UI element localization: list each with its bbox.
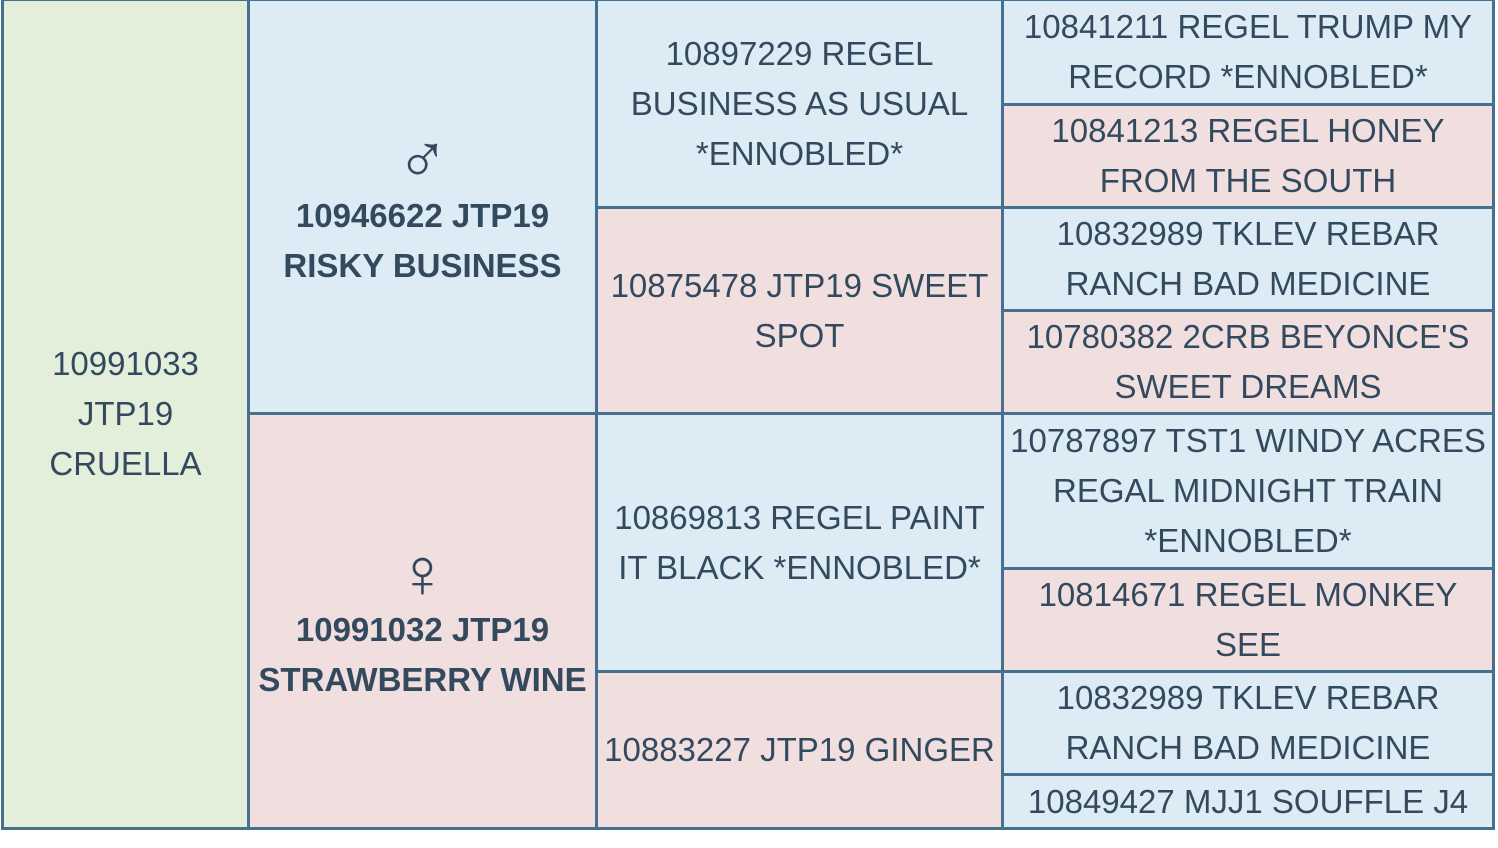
- female-symbol-icon: ♀: [396, 534, 449, 612]
- dam-dam-cell: 10883227 JTP19 GINGER: [595, 670, 1004, 830]
- dam-sire-dam-cell: 10814671 REGEL MONKEY SEE: [1001, 567, 1495, 673]
- sire-sire-name: 10897229 REGEL BUSINESS AS USUAL *ENNOBL…: [630, 34, 969, 172]
- dam-dam-sire-name: 10832989 TKLEV REBAR RANCH BAD MEDICINE: [1056, 679, 1440, 766]
- dam-dam-name: 10883227 JTP19 GINGER: [604, 731, 995, 768]
- dam-dam-sire-cell: 10832989 TKLEV REBAR RANCH BAD MEDICINE: [1001, 670, 1495, 776]
- sire-sire-dam-cell: 10841213 REGEL HONEY FROM THE SOUTH: [1001, 103, 1495, 209]
- sire-dam-sire-cell: 10832989 TKLEV REBAR RANCH BAD MEDICINE: [1001, 206, 1495, 312]
- sire-dam-cell: 10875478 JTP19 SWEET SPOT: [595, 206, 1004, 415]
- dam-dam-dam-name: 10849427 MJJ1 SOUFFLE J4: [1027, 782, 1469, 820]
- dam-sire-name: 10869813 REGEL PAINT IT BLACK *ENNOBLED*: [614, 498, 985, 586]
- sire-dam-dam-cell: 10780382 2CRB BEYONCE'S SWEET DREAMS: [1001, 309, 1495, 415]
- male-symbol-icon: ♂: [396, 119, 449, 198]
- dam-sire-sire-name: 10787897 TST1 WINDY ACRES REGAL MIDNIGHT…: [1010, 422, 1486, 559]
- dam-sire-cell: 10869813 REGEL PAINT IT BLACK *ENNOBLED*: [595, 412, 1004, 673]
- dam-sire-dam-name: 10814671 REGEL MONKEY SEE: [1038, 576, 1458, 663]
- sire-cell: ♂ 10946622 JTP19 RISKY BUSINESS: [247, 0, 598, 415]
- subject-cell: 10991033 JTP19 CRUELLA: [1, 0, 250, 830]
- dam-dam-dam-cell: 10849427 MJJ1 SOUFFLE J4: [1001, 773, 1495, 830]
- sire-sire-dam-name: 10841213 REGEL HONEY FROM THE SOUTH: [1051, 112, 1445, 199]
- subject-name: 10991033 JTP19 CRUELLA: [49, 345, 202, 482]
- sire-sire-sire-cell: 10841211 REGEL TRUMP MY RECORD *ENNOBLED…: [1001, 0, 1495, 106]
- sire-name: 10946622 JTP19 RISKY BUSINESS: [283, 196, 562, 284]
- sire-sire-cell: 10897229 REGEL BUSINESS AS USUAL *ENNOBL…: [595, 0, 1004, 209]
- dam-cell: ♀ 10991032 JTP19 STRAWBERRY WINE: [247, 412, 598, 830]
- dam-sire-sire-cell: 10787897 TST1 WINDY ACRES REGAL MIDNIGHT…: [1001, 412, 1495, 570]
- sire-dam-dam-name: 10780382 2CRB BEYONCE'S SWEET DREAMS: [1026, 318, 1470, 405]
- pedigree-table: 10991033 JTP19 CRUELLA ♂ 10946622 JTP19 …: [1, 0, 1495, 830]
- sire-sire-sire-name: 10841211 REGEL TRUMP MY RECORD *ENNOBLED…: [1023, 8, 1473, 95]
- sire-dam-sire-name: 10832989 TKLEV REBAR RANCH BAD MEDICINE: [1056, 215, 1440, 302]
- dam-name: 10991032 JTP19 STRAWBERRY WINE: [258, 611, 587, 698]
- sire-dam-name: 10875478 JTP19 SWEET SPOT: [610, 266, 989, 354]
